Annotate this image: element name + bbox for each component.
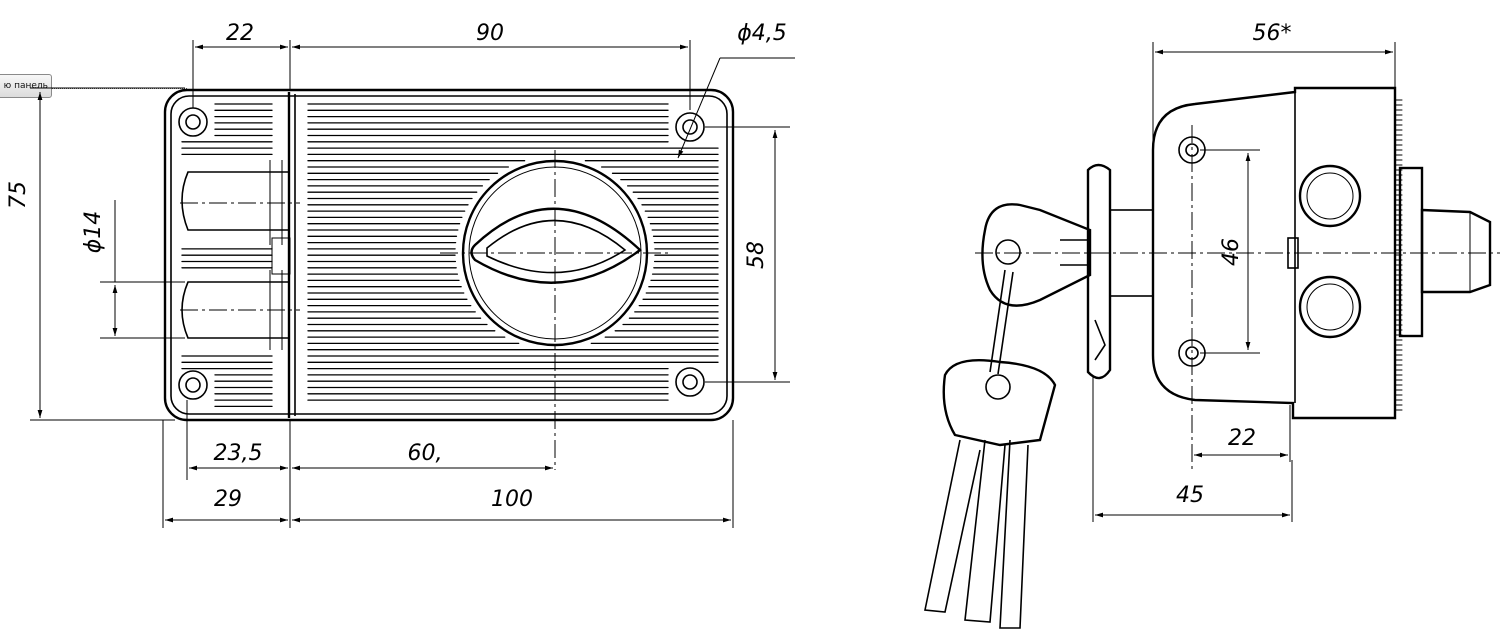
dimension-lines — [37, 44, 795, 523]
housing-rivets — [1298, 164, 1362, 339]
dim-hole-diameter: ϕ4,5 — [737, 21, 787, 46]
cylinder-rose — [1086, 163, 1154, 380]
dim-hole-spacing: 46 — [1219, 238, 1244, 266]
dim-depth: 56* — [1253, 21, 1292, 46]
mounting-holes — [178, 107, 705, 400]
front-view: 22 90 ϕ4,5 75 ϕ14 58 23,5 60, 29 100 — [6, 21, 795, 528]
keys — [924, 203, 1092, 629]
hole-top-right — [675, 112, 705, 142]
side-view: 56* 46 22 45 — [924, 21, 1500, 629]
dim-edge-width: 29 — [214, 487, 242, 512]
dim-backset: 45 — [1176, 483, 1204, 508]
dim-top-width: 90 — [476, 21, 504, 46]
hole-bottom-left — [178, 370, 208, 400]
side-extension-lines — [1092, 42, 1396, 522]
dim-bolt-offset: 23,5 — [214, 441, 263, 466]
hole-top-left — [178, 107, 208, 137]
dim-top-left-width: 22 — [226, 21, 254, 46]
dim-hole-offset: 22 — [1228, 426, 1256, 451]
dim-hole-spacing-vertical: 58 — [744, 241, 769, 269]
lock-body-inner-outline — [170, 95, 728, 415]
side-knob — [1398, 166, 1492, 338]
dim-center-distance: 60, — [408, 441, 443, 466]
dim-bolt-diameter: ϕ14 — [81, 211, 106, 254]
extension-lines — [30, 40, 790, 528]
cover-ribs — [307, 103, 719, 401]
side-dimension-lines — [1095, 49, 1393, 518]
panel-button[interactable]: ю панель — [0, 74, 52, 98]
dim-overall-width: 100 — [491, 487, 533, 512]
lock-body-outline — [163, 88, 735, 422]
hole-bottom-right — [675, 367, 705, 397]
dim-overall-height: 75 — [6, 181, 31, 209]
side-ribs — [181, 103, 273, 408]
lock-housing — [1151, 86, 1397, 420]
